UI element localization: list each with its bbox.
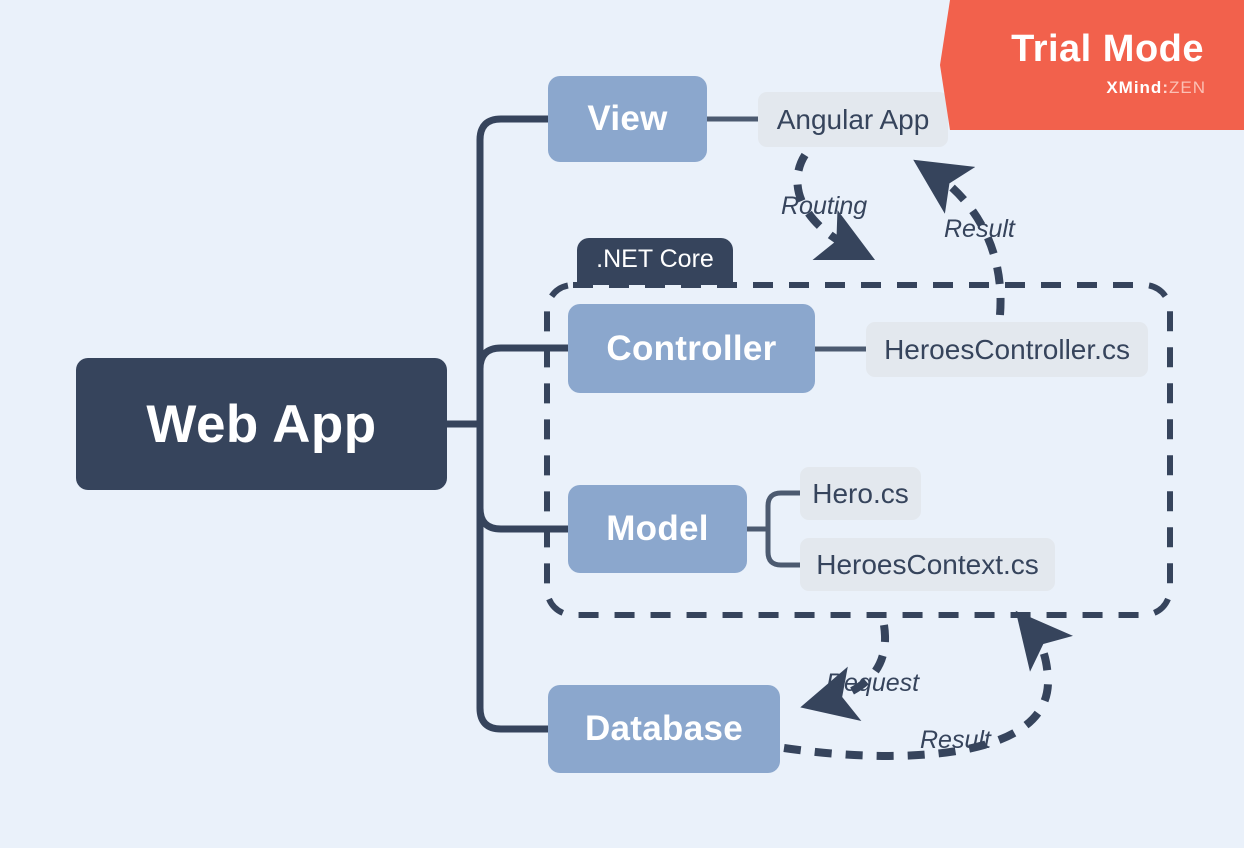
node-hero-cs-label: Hero.cs xyxy=(812,477,909,509)
node-view-label: View xyxy=(587,99,668,138)
relationship-label-routing: Routing xyxy=(781,192,868,220)
edge-model-heroescontext xyxy=(765,551,800,568)
trial-mode-banner xyxy=(940,0,1244,130)
relationship-label-request: Request xyxy=(826,669,920,697)
node-view[interactable]: View xyxy=(548,76,707,162)
node-heroes-context-cs-label: HeroesContext.cs xyxy=(816,548,1039,580)
xmind-brand-colon: : xyxy=(1162,78,1169,97)
edge-model-herocs xyxy=(765,490,800,507)
node-angular-app-label: Angular App xyxy=(776,103,930,135)
node-web-app-label: Web App xyxy=(146,394,377,454)
trial-mode-title: Trial Mode xyxy=(1011,28,1204,70)
node-heroes-controller-cs[interactable]: HeroesController.cs xyxy=(866,322,1148,377)
edge-to-model xyxy=(476,507,568,533)
node-model-label: Model xyxy=(606,509,709,548)
node-angular-app[interactable]: Angular App xyxy=(758,92,948,147)
relationship-label-result-bottom: Result xyxy=(920,726,991,754)
node-web-app[interactable]: Web App xyxy=(76,358,447,490)
xmind-brand-zen: ZEN xyxy=(1169,78,1206,97)
xmind-brand-name: XMind xyxy=(1106,78,1163,97)
node-controller[interactable]: Controller xyxy=(568,304,815,393)
boundary-label-dotnet-core-text: .NET Core xyxy=(596,245,714,273)
edge-to-controller xyxy=(476,344,568,370)
boundary-label-dotnet-core[interactable]: .NET Core xyxy=(577,238,733,285)
edge-to-view xyxy=(476,115,548,141)
node-controller-label: Controller xyxy=(606,328,777,368)
relationship-label-result-top: Result xyxy=(944,215,1015,243)
node-database[interactable]: Database xyxy=(548,685,780,773)
edge-to-database xyxy=(476,707,548,733)
node-hero-cs[interactable]: Hero.cs xyxy=(800,467,921,520)
node-model[interactable]: Model xyxy=(568,485,747,573)
node-database-label: Database xyxy=(584,709,744,748)
node-heroes-controller-cs-label: HeroesController.cs xyxy=(884,333,1130,365)
xmind-brand: XMind:ZEN xyxy=(1106,78,1206,98)
node-heroes-context-cs[interactable]: HeroesContext.cs xyxy=(800,538,1055,591)
